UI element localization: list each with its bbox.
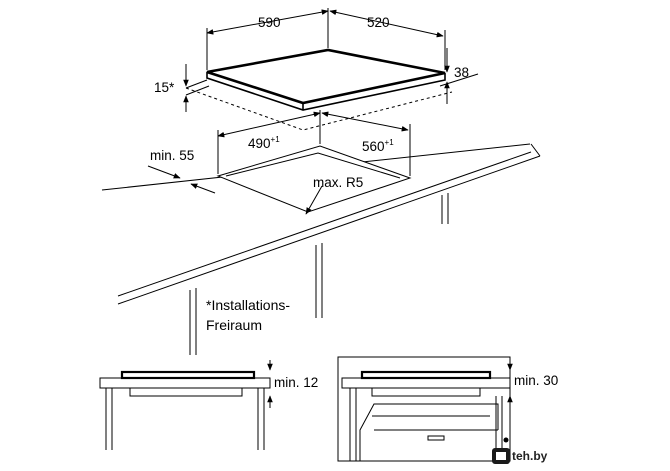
installation-note-line2: Freiraum bbox=[206, 317, 262, 333]
depth-dimension: 520 bbox=[367, 15, 390, 30]
max-radius-label: max. R5 bbox=[313, 175, 363, 190]
watermark-text: teh.by bbox=[512, 449, 548, 463]
cutout-opening bbox=[216, 145, 412, 213]
watermark-logo: teh.by bbox=[492, 448, 548, 464]
height-dimension: 38 bbox=[454, 65, 469, 80]
cutout-depth-dimension: 560+1 bbox=[362, 138, 394, 154]
width-dimension: 590 bbox=[258, 15, 281, 30]
hob-drawing bbox=[183, 8, 479, 131]
clearance-dimension: 15* bbox=[154, 80, 175, 95]
hob-glass-top bbox=[206, 48, 446, 105]
detail-right bbox=[337, 356, 513, 462]
min-30-label: min. 30 bbox=[514, 373, 558, 388]
installation-note-line1: *Installations- bbox=[206, 297, 290, 313]
min-front-distance: min. 55 bbox=[150, 148, 194, 163]
detail-left bbox=[99, 360, 273, 450]
worktop-drawing bbox=[101, 110, 541, 355]
min-12-label: min. 12 bbox=[274, 375, 318, 390]
cutout-width-dimension: 490+1 bbox=[248, 135, 280, 151]
